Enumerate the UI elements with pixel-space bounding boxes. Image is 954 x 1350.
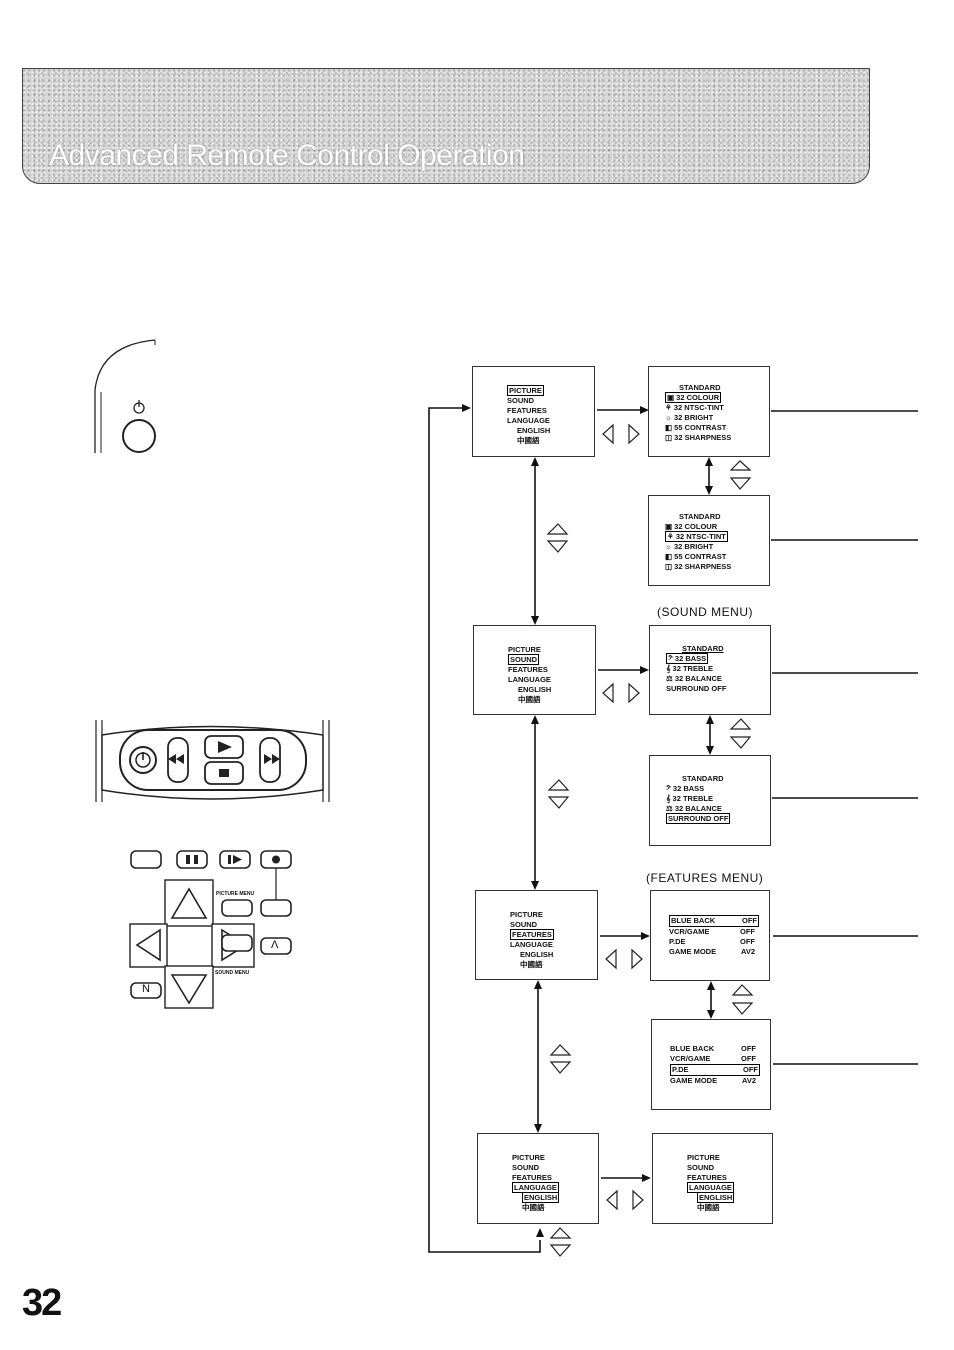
- menu-item-picture: PICTURE: [512, 1153, 545, 1162]
- sound-menu-caption: (SOUND MENU): [657, 605, 753, 619]
- menu-item-english: ENGLISH: [518, 685, 552, 694]
- menu-item-chinese: 中國語: [518, 695, 541, 704]
- flow-lines: [428, 407, 918, 1253]
- sound-menu-label: SOUND MENU: [215, 970, 250, 976]
- menu-item-features: FEATURES: [510, 929, 554, 940]
- picture-menu-label: PICTURE MENU: [216, 891, 255, 897]
- menu-item-features: FEATURES: [508, 665, 548, 674]
- header-banner: Advanced Remote Control Operation: [22, 68, 870, 184]
- remote-navigation-illustration: [129, 850, 292, 1009]
- menu-item-picture: PICTURE: [507, 385, 544, 396]
- menu-item-sound: SOUND: [512, 1163, 540, 1172]
- menu-item-features: FEATURES: [507, 406, 547, 415]
- menu-item-language: LANGUAGE: [508, 675, 551, 684]
- menu-item-chinese: 中國語: [517, 436, 540, 445]
- menu-item-sound: SOUND: [508, 654, 540, 665]
- lambda-button-label: Λ: [271, 939, 279, 951]
- hint-triangles: [546, 423, 754, 1257]
- menu-item-chinese: 中國語: [520, 960, 543, 969]
- page-number: 32: [22, 1282, 62, 1324]
- menu-item-english: ENGLISH: [520, 950, 554, 959]
- arrow-heads: [462, 404, 715, 1237]
- remote-transport-illustration: [95, 720, 330, 802]
- picture-menu-screen-colour: STANDARD ▣ 32 COLOUR ⚘ 32 NTSC-TINT ☼ 32…: [648, 366, 770, 457]
- menu-item-english: ENGLISH: [522, 1192, 560, 1203]
- sound-menu-screen-bass: STANDARD 𝄢 32 BASS 𝄞 32 TREBLE ⚖ 32 BALA…: [649, 625, 771, 715]
- main-menu-screen-picture: PICTURE SOUND FEATURES LANGUAGE ENGLISH …: [472, 366, 595, 457]
- main-menu-screen-sound: PICTURE SOUND FEATURES LANGUAGE ENGLISH …: [473, 625, 596, 715]
- menu-item-language: LANGUAGE: [510, 940, 553, 949]
- features-menu-caption: (FEATURES MENU): [646, 871, 764, 885]
- main-menu-screen-language: PICTURE SOUND FEATURES LANGUAGE ENGLISH …: [477, 1133, 599, 1224]
- picture-header: STANDARD: [679, 383, 721, 392]
- banner-title: Advanced Remote Control Operation: [49, 139, 525, 172]
- menu-item-features: FEATURES: [512, 1173, 552, 1182]
- language-result-screen: PICTURE SOUND FEATURES LANGUAGE ENGLISH …: [652, 1133, 773, 1224]
- menu-item-sound: SOUND: [507, 396, 535, 405]
- menu-item-chinese: 中國語: [522, 1203, 545, 1212]
- main-menu-screen-features: PICTURE SOUND FEATURES LANGUAGE ENGLISH …: [475, 890, 598, 980]
- picture-menu-screen-tint: STANDARD ▣ 32 COLOUR ⚘ 32 NTSC-TINT ☼ 32…: [648, 495, 770, 586]
- n-button-label: N: [142, 983, 150, 995]
- sound-menu-screen-surround: STANDARD 𝄢 32 BASS 𝄞 32 TREBLE ⚖ 32 BALA…: [649, 755, 771, 846]
- menu-item-sound: SOUND: [510, 920, 538, 929]
- menu-item-picture: PICTURE: [510, 910, 543, 919]
- menu-item-picture: PICTURE: [508, 645, 541, 654]
- remote-power-illustration: [94, 339, 156, 453]
- menu-item-english: ENGLISH: [517, 426, 551, 435]
- menu-item-language: LANGUAGE: [507, 416, 550, 425]
- menu-item-language: LANGUAGE: [512, 1182, 559, 1193]
